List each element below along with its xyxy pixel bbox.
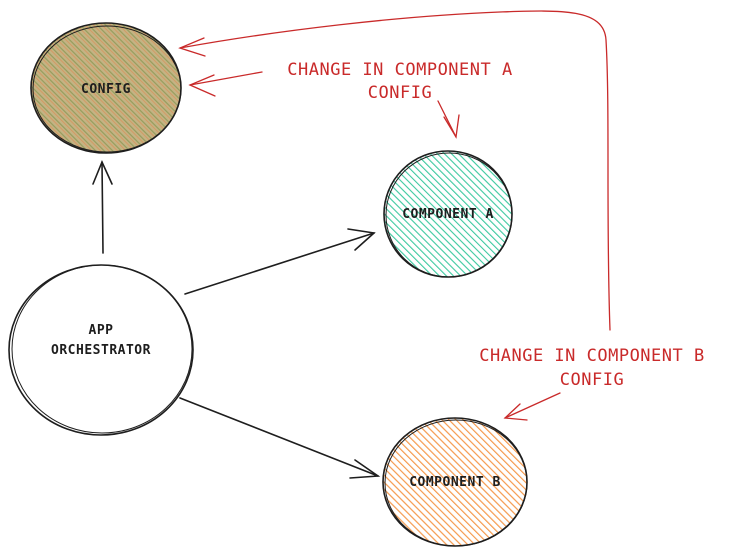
note-change-b-line2: CONFIG — [560, 370, 624, 390]
note-change-a: CHANGE IN COMPONENT A CONFIG — [287, 60, 512, 103]
component-b-label: COMPONENT B — [409, 475, 501, 490]
component-a-label: COMPONENT A — [402, 207, 494, 222]
app-orchestrator-label-line2: ORCHESTRATOR — [51, 343, 151, 358]
note-change-b: CHANGE IN COMPONENT B CONFIG — [479, 346, 704, 390]
app-orchestrator-node[interactable]: APP ORCHESTRATOR — [8, 264, 194, 436]
note-change-b-line1: CHANGE IN COMPONENT B — [479, 346, 704, 366]
arrow-orchestrator-to-component-b — [179, 397, 381, 479]
arrow-change-a-to-component-a — [437, 100, 460, 139]
note-change-a-line2: CONFIG — [368, 83, 432, 103]
component-a-node[interactable]: COMPONENT A — [383, 150, 513, 278]
arrow-orchestrator-to-config — [92, 159, 113, 254]
arrow-orchestrator-to-component-a — [184, 228, 376, 295]
config-node[interactable]: CONFIG — [30, 22, 182, 154]
arrow-change-b-to-component-b — [503, 392, 561, 421]
app-orchestrator-label-line1: APP — [89, 323, 114, 338]
arrow-change-a-to-config — [188, 71, 263, 97]
arrow-component-b-to-config-loop — [178, 10, 611, 331]
note-change-a-line1: CHANGE IN COMPONENT A — [287, 60, 512, 80]
component-b-node[interactable]: COMPONENT B — [382, 417, 528, 547]
config-label: CONFIG — [81, 82, 131, 97]
